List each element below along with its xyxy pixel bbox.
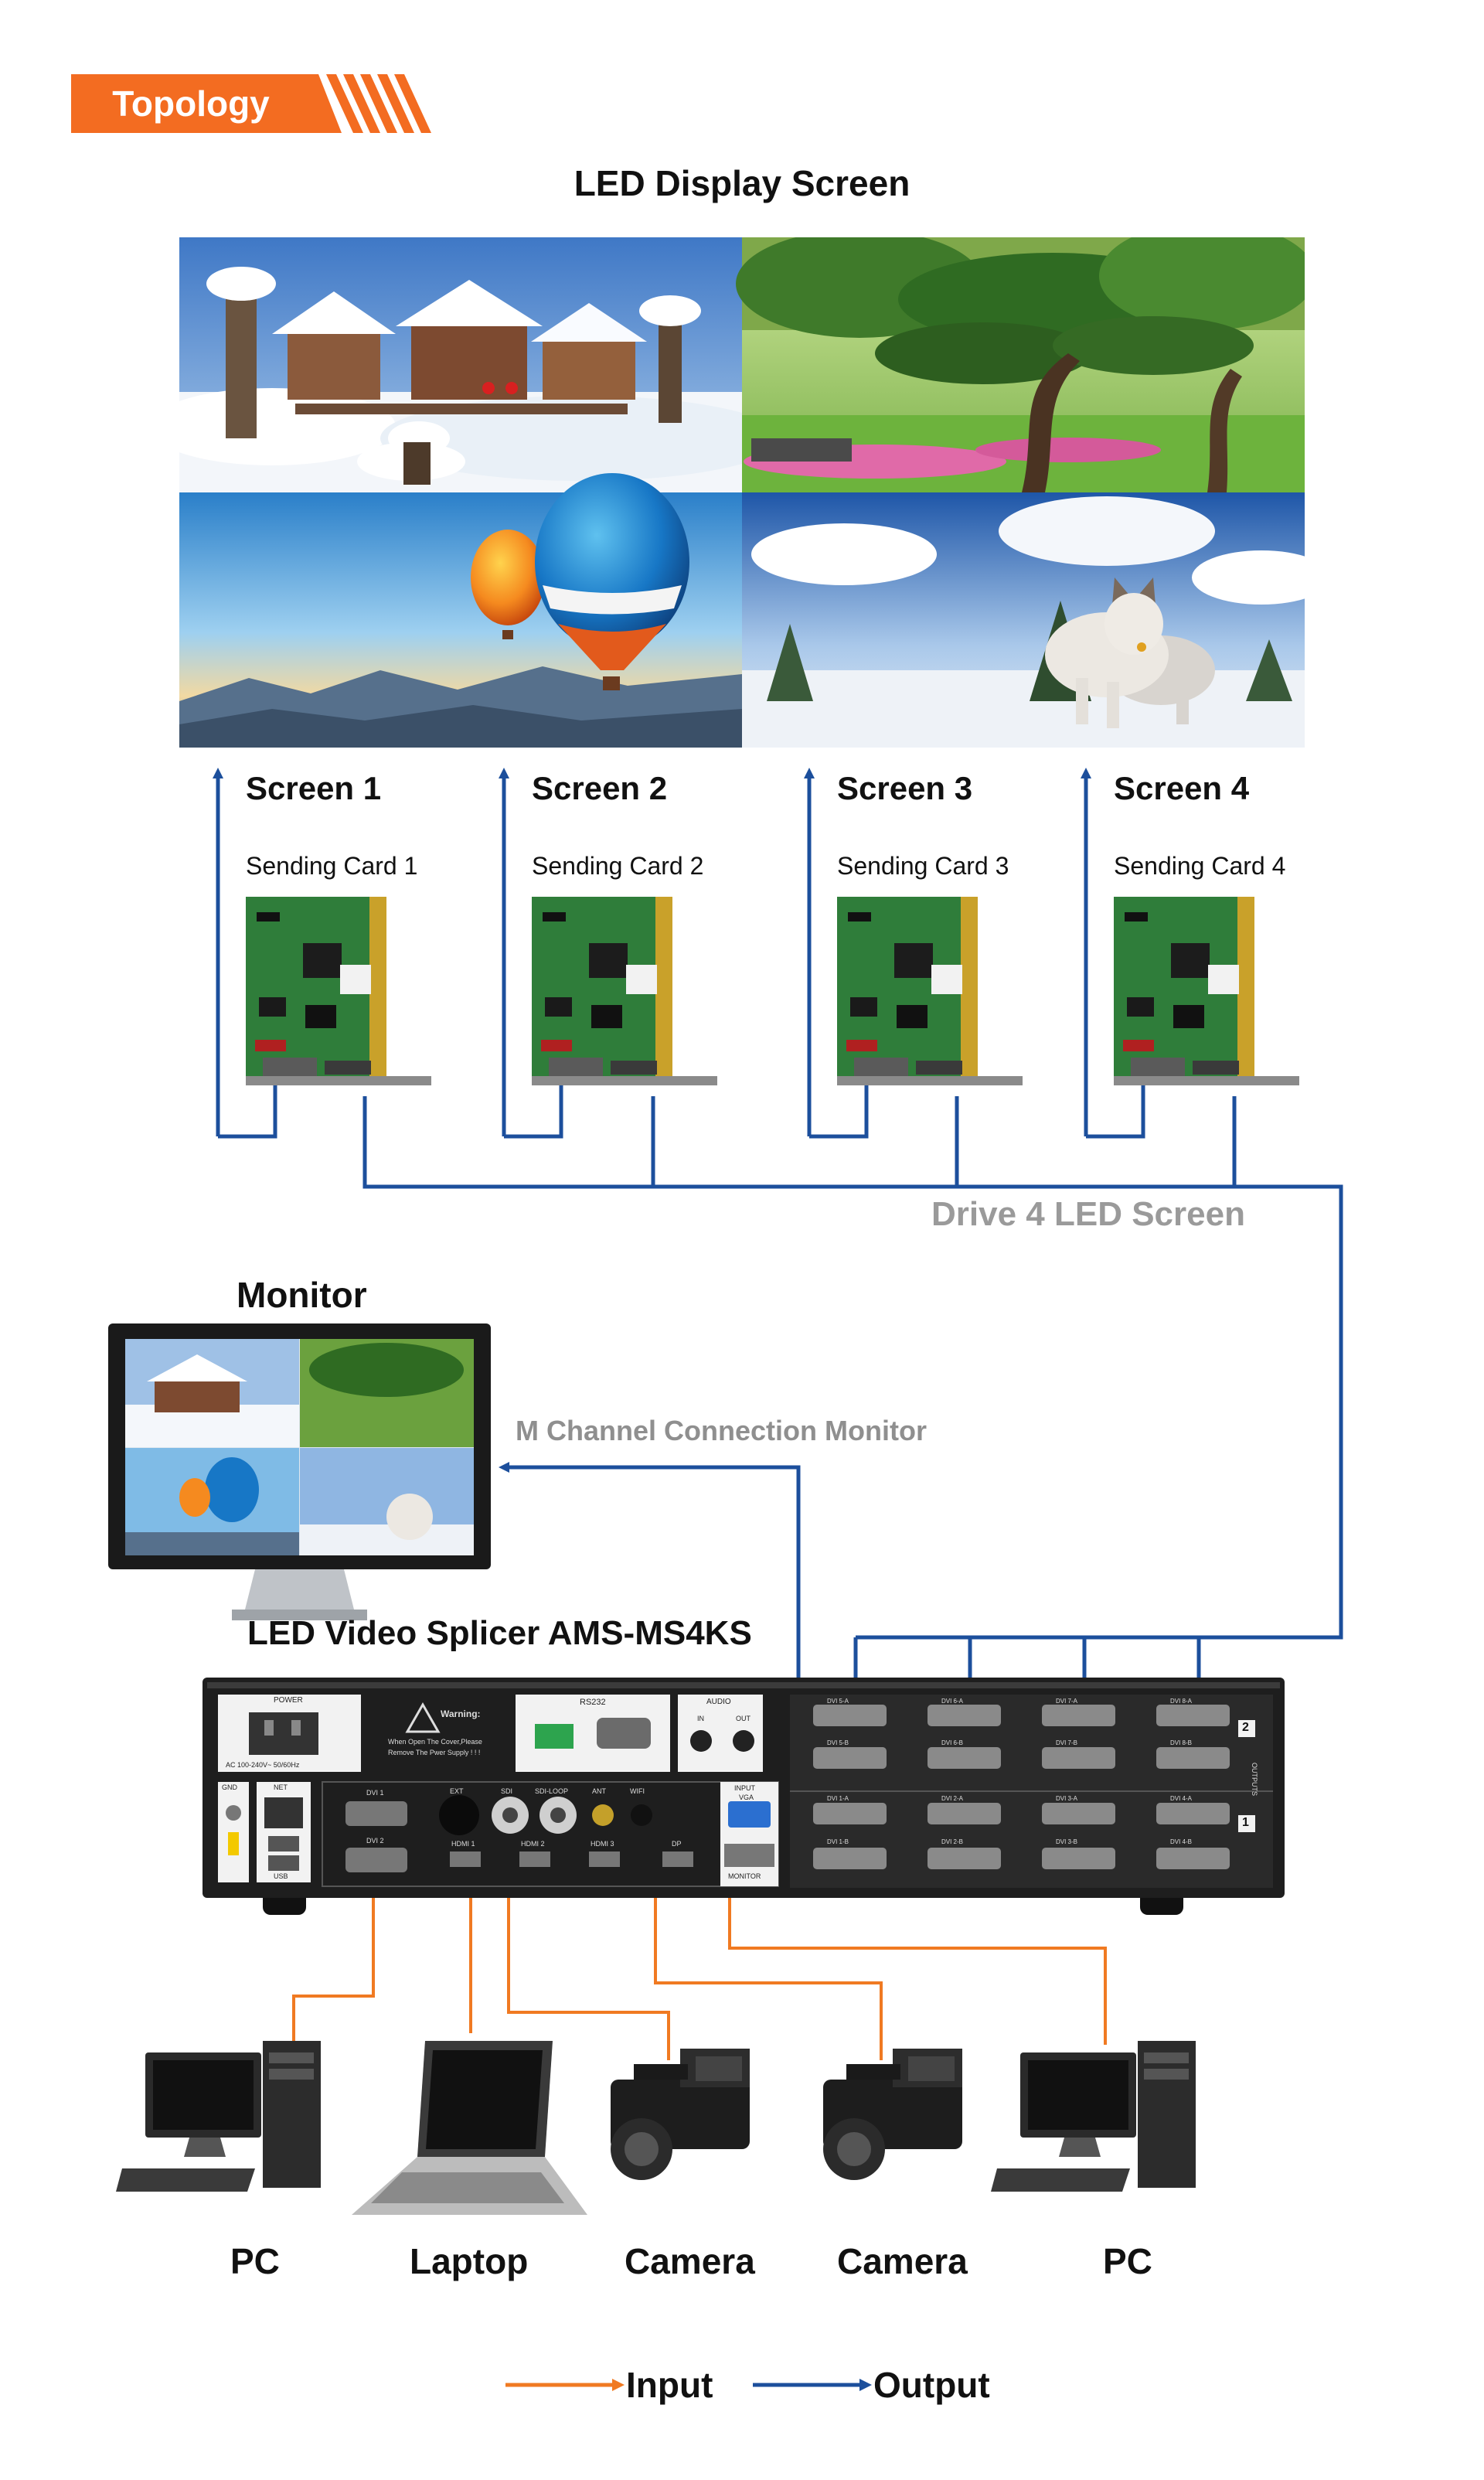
source-devices: [116, 2041, 1196, 2215]
banner-shape: [71, 74, 431, 133]
sending-card-1-label: Sending Card 1: [246, 852, 418, 880]
dvi6b-label: DVI 6-B: [941, 1739, 964, 1746]
dvi7b-label: DVI 7-B: [1056, 1739, 1078, 1746]
wifi-label: WIFI: [630, 1787, 645, 1795]
banner-label: Topology: [112, 83, 270, 124]
dvi4a-label: DVI 4-A: [1170, 1795, 1193, 1802]
sending-card-2-board: [532, 897, 717, 1085]
screen-1-label: Screen 1: [246, 770, 382, 806]
dvi3b-label: DVI 3-B: [1056, 1838, 1078, 1845]
dvi8b-label: DVI 8-B: [1170, 1739, 1193, 1746]
sending-card-3-board: [837, 897, 1023, 1085]
audio-in-label: IN: [697, 1715, 704, 1722]
sending-cards: [246, 897, 1299, 1085]
dp-label: DP: [672, 1840, 682, 1848]
pine-garden-photo: [736, 237, 1305, 492]
dvi2b-label: DVI 2-B: [941, 1838, 964, 1845]
dvi2a-label: DVI 2-A: [941, 1795, 964, 1802]
winter-village-photo: [179, 237, 782, 492]
screen-2-label: Screen 2: [532, 770, 668, 806]
pc1-input-wire: [292, 1871, 375, 2049]
source-pc-2-label: PC: [1103, 2241, 1152, 2281]
warning-line2: Remove The Pwer Supply ! ! !: [388, 1749, 481, 1756]
dvi5b-label: DVI 5-B: [827, 1739, 849, 1746]
source-pc-1-label: PC: [230, 2241, 280, 2281]
input-label: INPUT: [734, 1784, 755, 1792]
legend-output-label: Output: [873, 2365, 990, 2405]
dvi6a-label: DVI 6-A: [941, 1698, 964, 1705]
dvi4b-label: DVI 4-B: [1170, 1838, 1193, 1845]
audio-label: AUDIO: [706, 1698, 731, 1706]
splicer-foot-right: [1140, 1898, 1183, 1915]
net-label: NET: [274, 1783, 288, 1791]
video-camera-icon: [823, 2049, 962, 2180]
video-camera-icon: [611, 2049, 750, 2180]
hdmi1-label: HDMI 1: [451, 1840, 475, 1848]
laptop-icon: [352, 2041, 587, 2215]
source-laptop-label: Laptop: [410, 2241, 529, 2281]
usb-label: USB: [274, 1872, 288, 1880]
legend-arrows: [505, 2379, 872, 2391]
sending-card-1-board: [246, 897, 431, 1085]
rs232-label: RS232: [580, 1698, 606, 1707]
dvi3a-label: DVI 3-A: [1056, 1795, 1078, 1802]
screen-3-label: Screen 3: [837, 770, 973, 806]
sending-card-2-label: Sending Card 2: [532, 852, 704, 880]
splicer-output-ports: [813, 1705, 1255, 1869]
warning-title: Warning:: [441, 1708, 481, 1719]
screen-4-label: Screen 4: [1114, 770, 1250, 806]
output-group-2-label: 2: [1242, 1721, 1249, 1734]
splicer-title: LED Video Splicer AMS-MS4KS: [247, 1614, 752, 1652]
audio-out-label: OUT: [736, 1715, 751, 1722]
power-rating-label: AC 100-240V~ 50/60Hz: [226, 1761, 300, 1769]
power-label: POWER: [274, 1696, 303, 1705]
monitor-port-label: MONITOR: [728, 1872, 761, 1880]
sending-card-4-label: Sending Card 4: [1114, 852, 1286, 880]
monitor-graphic: [108, 1323, 491, 1620]
hdmi3-label: HDMI 3: [591, 1840, 614, 1848]
warning-line1: When Open The Cover,Please: [388, 1738, 482, 1746]
dvi1b-label: DVI 1-B: [827, 1838, 849, 1845]
dvi5a-label: DVI 5-A: [827, 1698, 849, 1705]
dvi1a-label: DVI 1-A: [827, 1795, 849, 1802]
drive-label: Drive 4 LED Screen: [931, 1195, 1245, 1233]
output-group-1-label: 1: [1242, 1816, 1249, 1829]
legend-input-label: Input: [626, 2365, 713, 2405]
gnd-label: GND: [222, 1783, 237, 1791]
ext-label: EXT: [450, 1787, 464, 1795]
desktop-pc-icon: [991, 2041, 1196, 2192]
desktop-pc-icon: [116, 2041, 321, 2192]
dvi2-input-label: DVI 2: [366, 1837, 384, 1845]
source-camera-1-label: Camera: [625, 2241, 755, 2281]
camera2-input-wire: [654, 1886, 883, 2060]
dvi8a-label: DVI 8-A: [1170, 1698, 1193, 1705]
ant-label: ANT: [592, 1787, 606, 1795]
dvi1-input-label: DVI 1: [366, 1789, 384, 1797]
sdi-loop-label: SDI-LOOP: [535, 1787, 569, 1795]
monitor-connection-label: M Channel Connection Monitor: [516, 1415, 927, 1446]
hot-air-balloons-photo: [179, 473, 742, 748]
monitor-title: Monitor: [237, 1275, 367, 1315]
vga-label: VGA: [739, 1794, 754, 1801]
outputs-label: OUTPUTS: [1251, 1763, 1258, 1797]
camera1-input-wire: [507, 1813, 670, 2060]
husky-dog-snow-photo: [742, 492, 1305, 748]
led-display-mosaic: [179, 237, 1305, 748]
splicer-device: POWER AC 100-240V~ 50/60Hz Warning: When…: [203, 1678, 1285, 1909]
sending-card-4-board: [1114, 897, 1299, 1085]
led-display-title: LED Display Screen: [574, 163, 910, 203]
splicer-chassis: [203, 1678, 1285, 1898]
topology-banner: Topology: [71, 74, 437, 133]
source-camera-2-label: Camera: [837, 2241, 968, 2281]
splicer-foot-left: [263, 1898, 306, 1915]
sending-card-3-label: Sending Card 3: [837, 852, 1009, 880]
hdmi2-label: HDMI 2: [521, 1840, 545, 1848]
dvi7a-label: DVI 7-A: [1056, 1698, 1078, 1705]
sdi-label: SDI: [501, 1787, 513, 1795]
